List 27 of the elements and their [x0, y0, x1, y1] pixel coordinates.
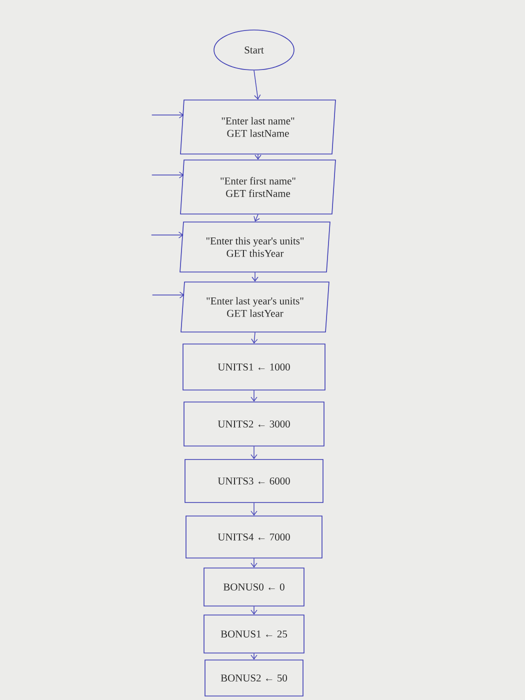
process-box: BONUS1 ← 25: [204, 614, 304, 654]
arrow: [254, 70, 261, 100]
arrow: [152, 292, 184, 298]
input-parallelogram: "Enter this year's units" GET thisYear: [180, 222, 330, 272]
arrow: [250, 390, 258, 402]
arrow: [251, 332, 258, 344]
input-parallelogram: "Enter last year's units" GET lastYear: [180, 282, 330, 332]
input-parallelogram: "Enter first name" GET firstName: [180, 160, 336, 214]
arrow: [254, 154, 262, 160]
arrow: [252, 272, 258, 282]
arrow: [250, 502, 258, 516]
input-parallelogram: "Enter last name" GET lastName: [180, 100, 336, 154]
arrow: [250, 558, 258, 568]
arrow: [250, 606, 258, 615]
process-box: BONUS2 ← 50: [204, 660, 304, 696]
process-box: UNITS2 ← 3000: [184, 402, 324, 446]
arrow: [254, 214, 260, 222]
process-box: UNITS4 ← 7000: [186, 516, 322, 558]
process-box: UNITS1 ← 1000: [182, 344, 326, 390]
terminal-oval: Start: [214, 30, 294, 70]
arrow: [152, 112, 184, 118]
arrow: [250, 653, 258, 660]
process-box: BONUS0 ← 0: [204, 568, 304, 606]
arrow: [152, 172, 184, 178]
process-box: UNITS3 ← 6000: [184, 459, 324, 503]
arrow: [151, 232, 184, 238]
arrow: [250, 446, 258, 460]
